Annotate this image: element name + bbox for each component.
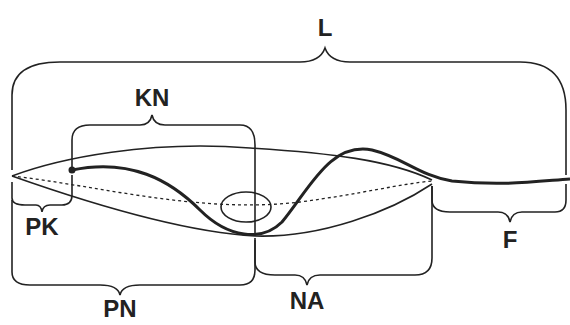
part-label: PN [101, 297, 138, 321]
bracket [255, 186, 432, 285]
organ-ellipse [221, 192, 271, 222]
bracket [12, 175, 72, 212]
axis-line [12, 176, 432, 205]
body-outline [12, 146, 432, 180]
bracket [12, 48, 566, 175]
gut-line [72, 149, 570, 234]
bracket [72, 115, 255, 236]
part-label: L [316, 16, 335, 40]
part-label: F [501, 228, 520, 252]
part-label: KN [133, 86, 172, 110]
dot [69, 167, 76, 174]
bracket [12, 200, 255, 295]
bracket [432, 184, 566, 222]
part-label: PK [23, 215, 60, 239]
part-label: NA [288, 289, 327, 313]
